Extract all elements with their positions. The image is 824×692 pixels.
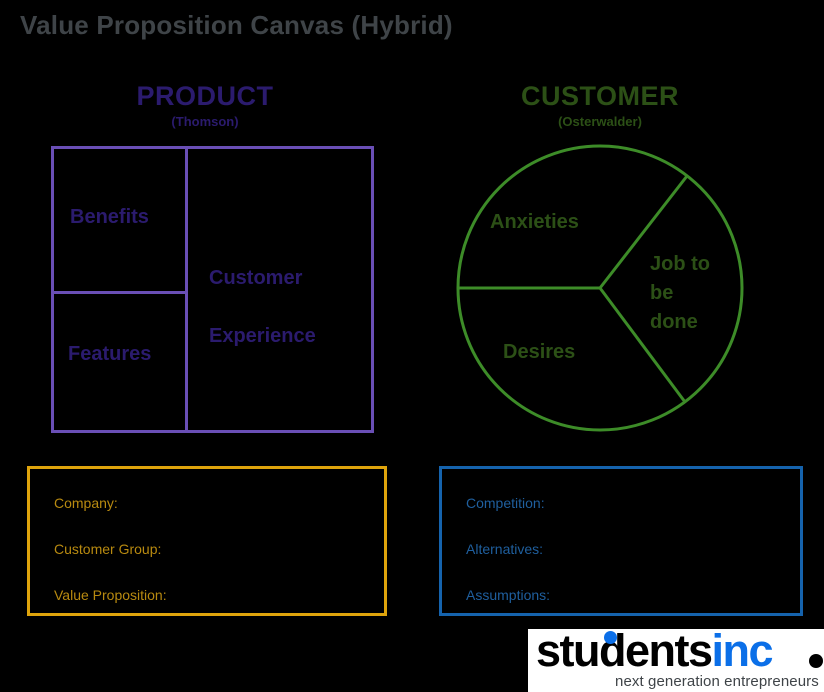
logo-umlaut-dot-icon bbox=[604, 631, 617, 644]
customer-sector-desires[interactable]: Desires bbox=[503, 341, 576, 363]
customer-circle[interactable] bbox=[455, 143, 745, 433]
matrix-horizontal-divider bbox=[54, 291, 188, 294]
logo-wordmark: studentsinc bbox=[536, 629, 774, 677]
job-to-be-done-line-3: done bbox=[650, 311, 698, 333]
customer-circle-svg bbox=[456, 144, 744, 432]
studentsinc-logo: studentsinc next generation entrepreneur… bbox=[528, 629, 824, 692]
customer-experience-line-2: Experience bbox=[209, 325, 316, 347]
customer-column-header: CUSTOMER (Osterwalder) bbox=[480, 82, 720, 132]
logo-word-inc: inc bbox=[711, 629, 774, 676]
customer-group-field-label[interactable]: Customer Group: bbox=[54, 541, 162, 557]
assumptions-field-label[interactable]: Assumptions: bbox=[466, 587, 551, 603]
customer-heading: CUSTOMER bbox=[520, 81, 679, 111]
value-proposition-field-label[interactable]: Value Proposition: bbox=[54, 587, 167, 603]
logo-period-dot-icon bbox=[809, 654, 823, 668]
logo-tagline: next generation entrepreneurs bbox=[615, 673, 819, 690]
product-cell-customer-experience[interactable]: Customer Experience bbox=[209, 249, 316, 365]
product-matrix[interactable]: Benefits Features Customer Experience bbox=[51, 146, 374, 433]
matrix-vertical-divider bbox=[185, 149, 188, 430]
product-cell-features[interactable]: Features bbox=[68, 343, 152, 365]
competition-info-box[interactable]: Competition: Alternatives: Assumptions: bbox=[439, 466, 803, 616]
alternatives-field-label[interactable]: Alternatives: bbox=[466, 541, 544, 557]
page-title: Value Proposition Canvas (Hybrid) bbox=[20, 10, 453, 40]
product-cell-benefits[interactable]: Benefits bbox=[70, 206, 149, 228]
sector-divider-upper-right bbox=[598, 175, 689, 289]
product-column-header: PRODUCT (Thomson) bbox=[85, 82, 325, 132]
company-info-box[interactable]: Company: Customer Group: Value Propositi… bbox=[27, 466, 387, 616]
customer-subtitle: (Osterwalder) bbox=[558, 114, 642, 130]
customer-sector-anxieties[interactable]: Anxieties bbox=[490, 211, 579, 233]
job-to-be-done-line-2: be bbox=[650, 282, 674, 304]
logo-word-students: students bbox=[536, 629, 713, 676]
company-field-label[interactable]: Company: bbox=[54, 495, 118, 511]
job-to-be-done-line-1: Job to bbox=[650, 253, 710, 275]
customer-experience-line-1: Customer bbox=[209, 267, 303, 289]
sector-divider-lower-right bbox=[598, 287, 687, 403]
product-subtitle: (Thomson) bbox=[171, 114, 239, 130]
product-heading: PRODUCT bbox=[136, 81, 274, 111]
customer-sector-job-to-be-done[interactable]: Job to be done bbox=[650, 250, 710, 337]
competition-field-label[interactable]: Competition: bbox=[466, 495, 545, 511]
